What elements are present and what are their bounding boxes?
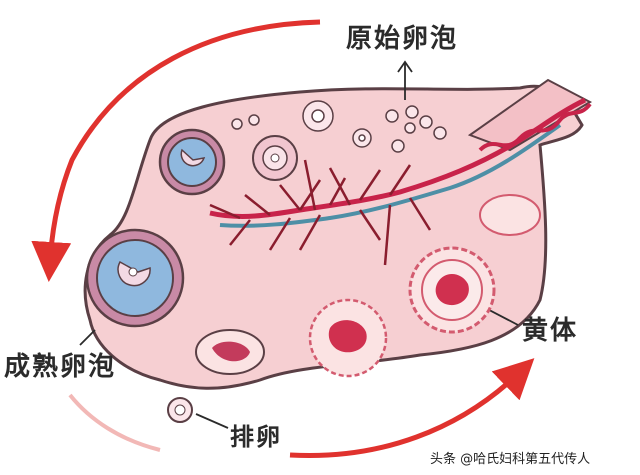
mature-follicle (85, 228, 185, 328)
cycle-arrow-bottom-right (289, 358, 535, 459)
growing-follicle (158, 128, 226, 196)
corpus-luteum (408, 246, 496, 334)
label-ovulation: 排卵 (230, 423, 282, 451)
watermark: 头条 @哈氏妇科第五代传人 (430, 452, 591, 467)
cycle-arrow-top-left (31, 19, 321, 282)
released-oocyte (167, 397, 193, 423)
atretic-follicles (195, 194, 541, 378)
secondary-follicle (252, 135, 298, 181)
primordial-follicles (231, 100, 447, 153)
label-mature-follicle: 成熟卵泡 (4, 352, 117, 382)
label-corpus-luteum: 黄体 (522, 316, 579, 346)
label-primordial-follicle: 原始卵泡 (346, 24, 459, 54)
cycle-arrow-bottom-left (68, 393, 161, 452)
blood-vessels (209, 97, 592, 266)
